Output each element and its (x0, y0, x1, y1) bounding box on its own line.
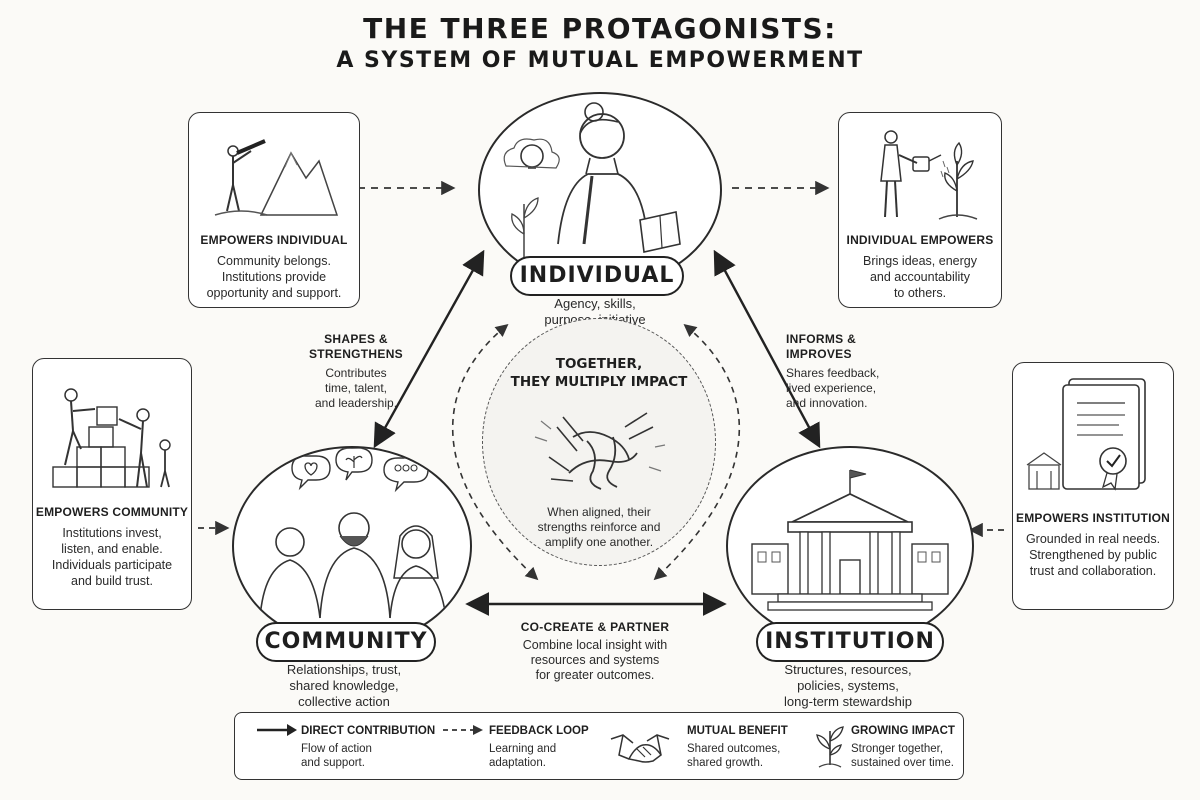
legend-direct-title: DIRECT CONTRIBUTION (301, 725, 436, 737)
center-circle: TOGETHER, THEY MULTIPLY IMPACT When alig… (482, 318, 716, 566)
relation-shapes-text: Contributes time, talent, and leadership… (314, 366, 398, 410)
hands-together-icon (534, 412, 666, 490)
diagram-title-line1: THE THREE PROTAGONISTS: (363, 12, 837, 45)
legend-growing-title: GROWING IMPACT (851, 725, 955, 737)
legend-feedback-text: Learning and adaptation. (489, 743, 557, 769)
card-empowers-community: EMPOWERS COMMUNITY Institutions invest, … (32, 358, 192, 610)
people-talking-icon (259, 448, 447, 619)
feedback-loop-right (653, 323, 741, 581)
card-text: Institutions invest, listen, and enable.… (51, 526, 173, 588)
institution-description: Structures, resources, policies, systems… (784, 662, 912, 709)
document-certificate-icon (1026, 378, 1146, 491)
center-text: When aligned, their strengths reinforce … (537, 505, 661, 549)
relation-cocreate-text: Combine local insight with resources and… (522, 638, 668, 682)
legend-direct-text: Flow of action and support. (301, 743, 372, 769)
institution-label: INSTITUTION (756, 622, 944, 662)
legend-growing-text: Stronger together, sustained over time. (851, 743, 954, 769)
legend-feedback-title: FEEDBACK LOOP (489, 725, 589, 737)
card-text: Brings ideas, energy and accountability … (863, 254, 977, 300)
institution-building-icon (751, 469, 949, 611)
feedback-loop-left (451, 323, 539, 581)
solid-arrow-legend-icon (257, 724, 297, 736)
relation-shapes-title: SHAPES & STRENGTHENS (309, 332, 403, 361)
building-blocks-icon (52, 388, 171, 488)
woman-with-book-icon (503, 102, 681, 270)
community-circle (232, 446, 472, 646)
arrow-individual-community (373, 249, 485, 449)
sprout-icon (816, 726, 844, 768)
relation-cocreate-title: CO-CREATE & PARTNER (520, 620, 670, 634)
institution-circle (726, 446, 974, 646)
card-title: INDIVIDUAL EMPOWERS (846, 233, 994, 247)
arrow-individual-institution (713, 249, 821, 449)
handshake-icon (610, 734, 670, 763)
watering-plant-icon (880, 130, 978, 220)
card-title: EMPOWERS INSTITUTION (1016, 511, 1170, 525)
card-title: EMPOWERS COMMUNITY (35, 505, 189, 519)
community-description: Relationships, trust, shared knowledge, … (286, 662, 402, 709)
card-empowers-institution: EMPOWERS INSTITUTION Grounded in real ne… (1012, 362, 1174, 610)
individual-circle (478, 92, 722, 288)
card-individual-empowers: INDIVIDUAL EMPOWERS Brings ideas, energy… (838, 112, 1002, 308)
legend-mutual-text: Shared outcomes, shared growth. (687, 743, 781, 769)
legend-mutual-title: MUTUAL BENEFIT (687, 725, 788, 737)
individual-label: INDIVIDUAL (510, 256, 684, 296)
card-text: Community belongs. Institutions provide … (206, 254, 342, 300)
card-title: EMPOWERS INDIVIDUAL (200, 233, 348, 247)
community-label: COMMUNITY (256, 622, 436, 662)
relation-informs-title: INFORMS & IMPROVES (786, 332, 857, 361)
dashed-arrow-legend-icon (443, 725, 483, 735)
relation-informs-text: Shares feedback, lived experience, and i… (786, 366, 880, 410)
telescope-mountain-icon (214, 139, 339, 216)
diagram-title-line2: A SYSTEM OF MUTUAL EMPOWERMENT (336, 48, 864, 73)
card-text: Grounded in real needs. Strengthened by … (1025, 532, 1161, 578)
card-empowers-individual: EMPOWERS INDIVIDUAL Community belongs. I… (188, 112, 360, 308)
center-title: TOGETHER, THEY MULTIPLY IMPACT (510, 356, 688, 390)
legend-box: DIRECT CONTRIBUTION Flow of action and s… (234, 712, 964, 780)
